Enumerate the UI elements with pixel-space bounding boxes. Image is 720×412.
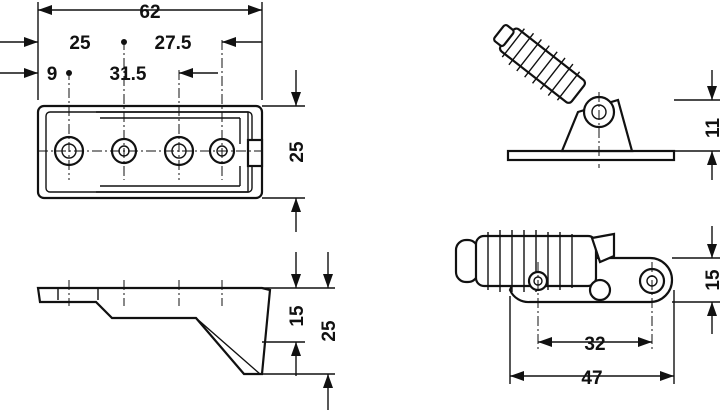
dim-side-15: 15: [287, 305, 308, 327]
dim-height-25: 25: [287, 141, 308, 163]
dim-plan-32: 32: [584, 334, 605, 355]
angled-base-plate: [506, 149, 676, 162]
dim-plan-15: 15: [703, 269, 720, 291]
angled-view: 11: [493, 24, 720, 180]
dim-edge-offset-9: 9: [47, 64, 58, 85]
dim-hole-spacing-31-5: 31.5: [110, 64, 147, 85]
top-view: 62 25 27.5 9 31.5 25: [0, 2, 308, 232]
spring-channel: [96, 111, 249, 193]
dim-hole-spacing-27-5: 27.5: [155, 33, 192, 54]
dim-overall-width: 62: [139, 2, 160, 23]
latch-tab: [246, 138, 264, 168]
angled-spring: [493, 24, 587, 104]
side-view: 15 25: [36, 252, 340, 410]
side-view-body: [36, 286, 272, 376]
dim-side-25: 25: [319, 320, 340, 342]
dim-plan-47: 47: [581, 368, 602, 389]
dim-hole-spacing-25: 25: [69, 33, 91, 54]
dim-angled-11: 11: [703, 118, 720, 139]
plan-view: 15 32 47: [454, 226, 720, 389]
